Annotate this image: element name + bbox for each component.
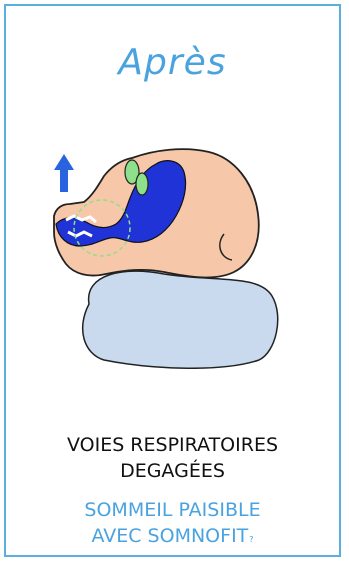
sleeping-head-illustration	[44, 124, 294, 369]
status-line-2: DEGAGÉES	[6, 458, 339, 484]
benefit-line-2: AVEC SOMNOFIT	[91, 525, 248, 547]
teeth-lower	[68, 232, 92, 236]
airway-status-text: VOIES RESPIRATOIRES DEGAGÉES	[6, 432, 339, 484]
benefit-text: SOMMEIL PAISIBLE AVEC SOMNOFIT?	[6, 497, 339, 549]
mouthpiece-lower	[136, 173, 148, 195]
up-arrow-icon	[54, 154, 74, 192]
card-title: Après	[6, 42, 339, 83]
benefit-line-2-wrap: AVEC SOMNOFIT?	[6, 523, 339, 549]
comparison-card: Après VOIES RESPIRATOIRES DEGAGÉES SOMME…	[4, 4, 341, 557]
benefit-superscript: ?	[249, 535, 253, 544]
status-line-1: VOIES RESPIRATOIRES	[6, 432, 339, 458]
pillow-shape	[83, 271, 278, 368]
benefit-line-1: SOMMEIL PAISIBLE	[6, 497, 339, 523]
